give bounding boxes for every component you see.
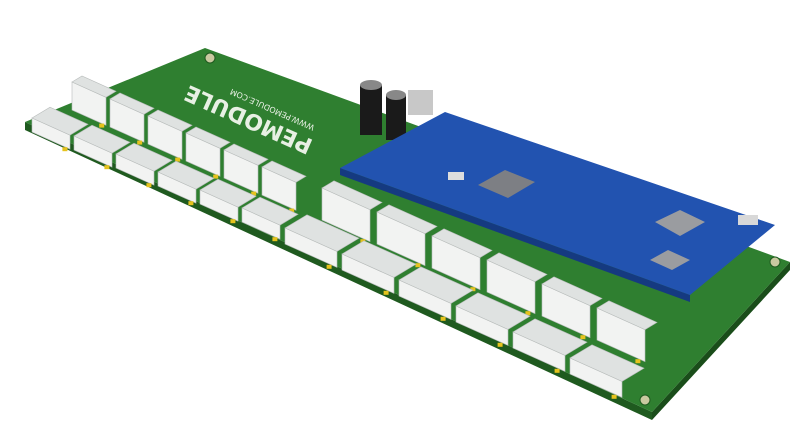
capacitors [360,80,433,140]
mounting-hole [769,256,781,268]
jst-connector [486,252,548,316]
connector-row-back [71,75,658,364]
jst-connector [71,75,117,128]
jst-connector [284,214,360,269]
jst-connector [569,344,645,399]
daughterboard-edge [340,168,690,302]
jst-connector [261,160,307,213]
jst-connector [376,204,438,268]
chip [655,210,705,236]
jst-connector [223,143,269,196]
jst-connector [241,196,299,242]
jst-connector [341,240,417,295]
jst-connector [512,318,588,373]
jst-connector [109,92,155,145]
pcb-board-edge-right [652,262,790,420]
jst-connector [157,160,215,206]
jst-connector [185,126,231,179]
jst-connector [73,124,131,170]
chip [650,250,690,270]
jst-connector [455,292,531,347]
jst-connector [596,300,658,364]
jst-connector [431,228,493,292]
jst-connector [31,106,89,152]
jst-connector [115,142,173,188]
daughterboard [340,112,775,295]
connector-row-front [31,106,645,399]
jst-connector [147,109,193,162]
jst-connector [199,178,257,224]
mcu-chip [478,170,535,198]
jst-connector [398,266,474,321]
mounting-hole [204,52,216,64]
mounting-hole [639,394,651,406]
usb-port [738,215,758,225]
jst-connector [541,276,603,340]
crystal [448,172,464,180]
